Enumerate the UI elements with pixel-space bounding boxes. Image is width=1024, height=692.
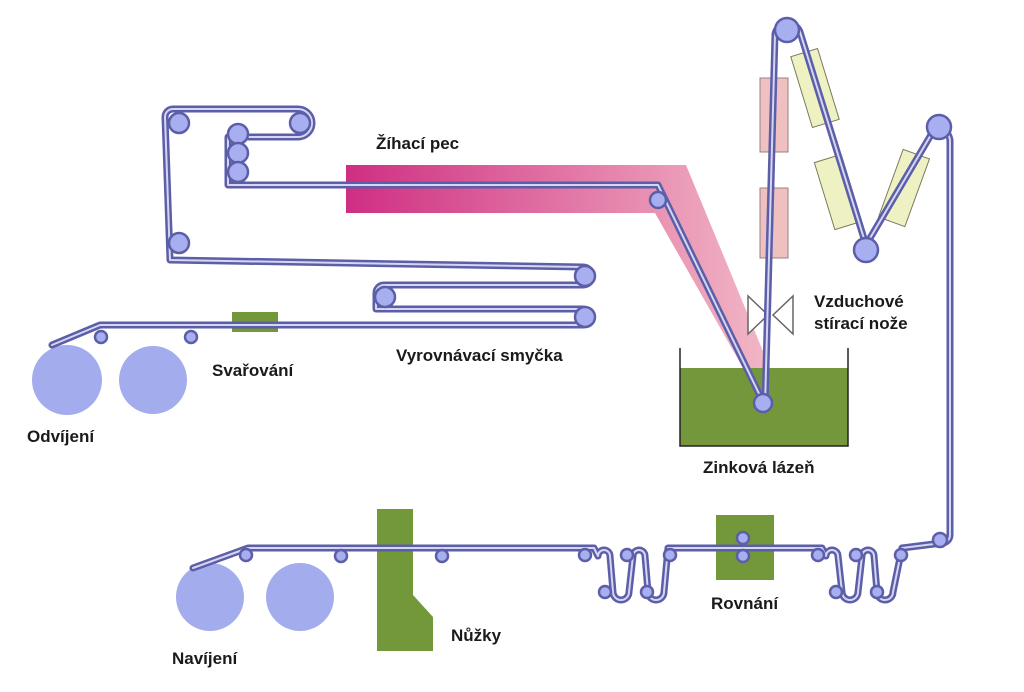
roller-zigzag-1 <box>577 547 593 563</box>
roller-tower-top <box>773 16 801 44</box>
roller-right-low <box>931 531 949 549</box>
label-straightening: Rovnání <box>711 594 779 613</box>
roller-top-left-5 <box>226 160 250 184</box>
label-accumulator-loop: Vyrovnávací smyčka <box>396 346 563 365</box>
label-annealing-furnace: Žíhací pec <box>376 134 460 153</box>
roller-bottom-1 <box>238 547 254 563</box>
roller-zigzag-5 <box>662 547 678 563</box>
roller-loop-2 <box>373 285 397 309</box>
label-zinc-bath: Zinková lázeň <box>703 458 815 477</box>
air-knives <box>747 294 794 336</box>
roller-top-left-2 <box>226 122 250 146</box>
roller-zigzag-3 <box>619 547 635 563</box>
roller-loop-3 <box>573 305 597 329</box>
recoiler-coil-1 <box>176 563 244 631</box>
roller-right-top <box>925 113 953 141</box>
label-air-knives-line2: stírací nože <box>814 314 908 333</box>
roller-entry-2 <box>183 329 199 345</box>
roller-zigzag-7 <box>828 584 844 600</box>
roller-straightener-1 <box>735 530 751 546</box>
roller-bottom-2 <box>333 548 349 564</box>
rollers <box>93 16 953 600</box>
roller-loop-1 <box>573 264 597 288</box>
annealing-furnace <box>346 165 770 368</box>
roller-top-left-4 <box>226 141 250 165</box>
label-shears: Nůžky <box>451 626 502 645</box>
roller-zigzag-4 <box>639 584 655 600</box>
recoiler-coil-2 <box>266 563 334 631</box>
roller-top-left-1 <box>167 111 191 135</box>
roller-zigzag-2 <box>597 584 613 600</box>
roller-valley <box>852 236 880 264</box>
roller-zigzag-8 <box>848 547 864 563</box>
roller-top-left-3 <box>288 111 312 135</box>
roller-bottom-3 <box>434 548 450 564</box>
roller-left-low <box>167 231 191 255</box>
uncoiler-coil-1 <box>32 345 102 415</box>
roller-entry-1 <box>93 329 109 345</box>
roller-zigzag-9 <box>869 584 885 600</box>
uncoiler-coil-2 <box>119 346 187 414</box>
label-air-knives-line1: Vzduchové <box>814 292 904 311</box>
roller-zinc-pot <box>752 392 774 414</box>
label-coiling: Navíjení <box>172 649 238 668</box>
label-uncoiling: Odvíjení <box>27 427 95 446</box>
roller-zigzag-10 <box>893 547 909 563</box>
roller-furnace-exit <box>648 190 668 210</box>
roller-zigzag-6 <box>810 547 826 563</box>
shears-unit <box>377 509 433 651</box>
label-welding: Svařování <box>212 361 294 380</box>
roller-straightener-2 <box>735 548 751 564</box>
